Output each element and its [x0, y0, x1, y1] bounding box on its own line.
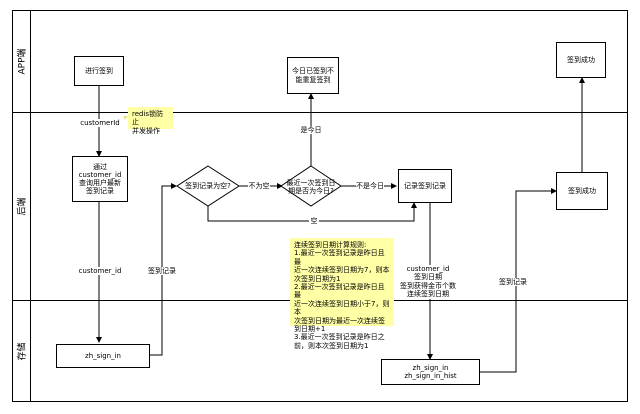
edge-label-sign-record-right: 签到记录 [496, 278, 530, 287]
sign-date-rule-note: 连续签到日期计算规则: 1.最近一次签到记录是昨日且最 近一次连续签到日期为7，… [290, 238, 394, 350]
decision-is-empty: 签到记录为空? [185, 182, 231, 190]
sign-success-app-box: 签到成功 [556, 42, 606, 78]
decision-is-today: 最近一次签到日 期是否为今日? [286, 179, 336, 196]
edge-label-customer-id-block: customer_id 签到日期 签到获得金币个数 连续签到日期 [398, 265, 458, 299]
record-sign-in-box: 记录签到记录 [398, 169, 452, 203]
edge-label-customerid: customerId [80, 119, 120, 128]
redis-lock-note: redis锁防止 并发操作 [128, 107, 173, 135]
diagram-frame [12, 10, 628, 402]
edge-label-not-empty: 不为空 [248, 182, 270, 191]
edge-label-not-today: 不是今日 [356, 182, 384, 191]
decision-is-today-shape [280, 165, 342, 207]
query-latest-box: 通过 customer_id 查询用户最新 签到记录 [72, 156, 128, 202]
edge-label-customer-id: customer_id [78, 267, 122, 276]
table-zh-sign-in-hist-box: zh_sign_in zh_sign_in_hist [381, 359, 480, 385]
edge-label-is-today: 是今日 [298, 126, 324, 135]
lane-separator [12, 112, 628, 113]
edge-label-sign-record-left: 签到记录 [145, 267, 179, 276]
lane-label-column [30, 10, 31, 402]
sign-success-backend-box: 签到成功 [556, 172, 608, 210]
table-zh-sign-in-box: zh_sign_in [56, 344, 150, 368]
decision-is-empty-shape [176, 165, 240, 207]
already-signed-box: 今日已签到不 能重复签到 [287, 57, 339, 94]
edge-label-empty: 空 [309, 217, 319, 226]
do-sign-in-box: 进行签到 [74, 56, 124, 86]
